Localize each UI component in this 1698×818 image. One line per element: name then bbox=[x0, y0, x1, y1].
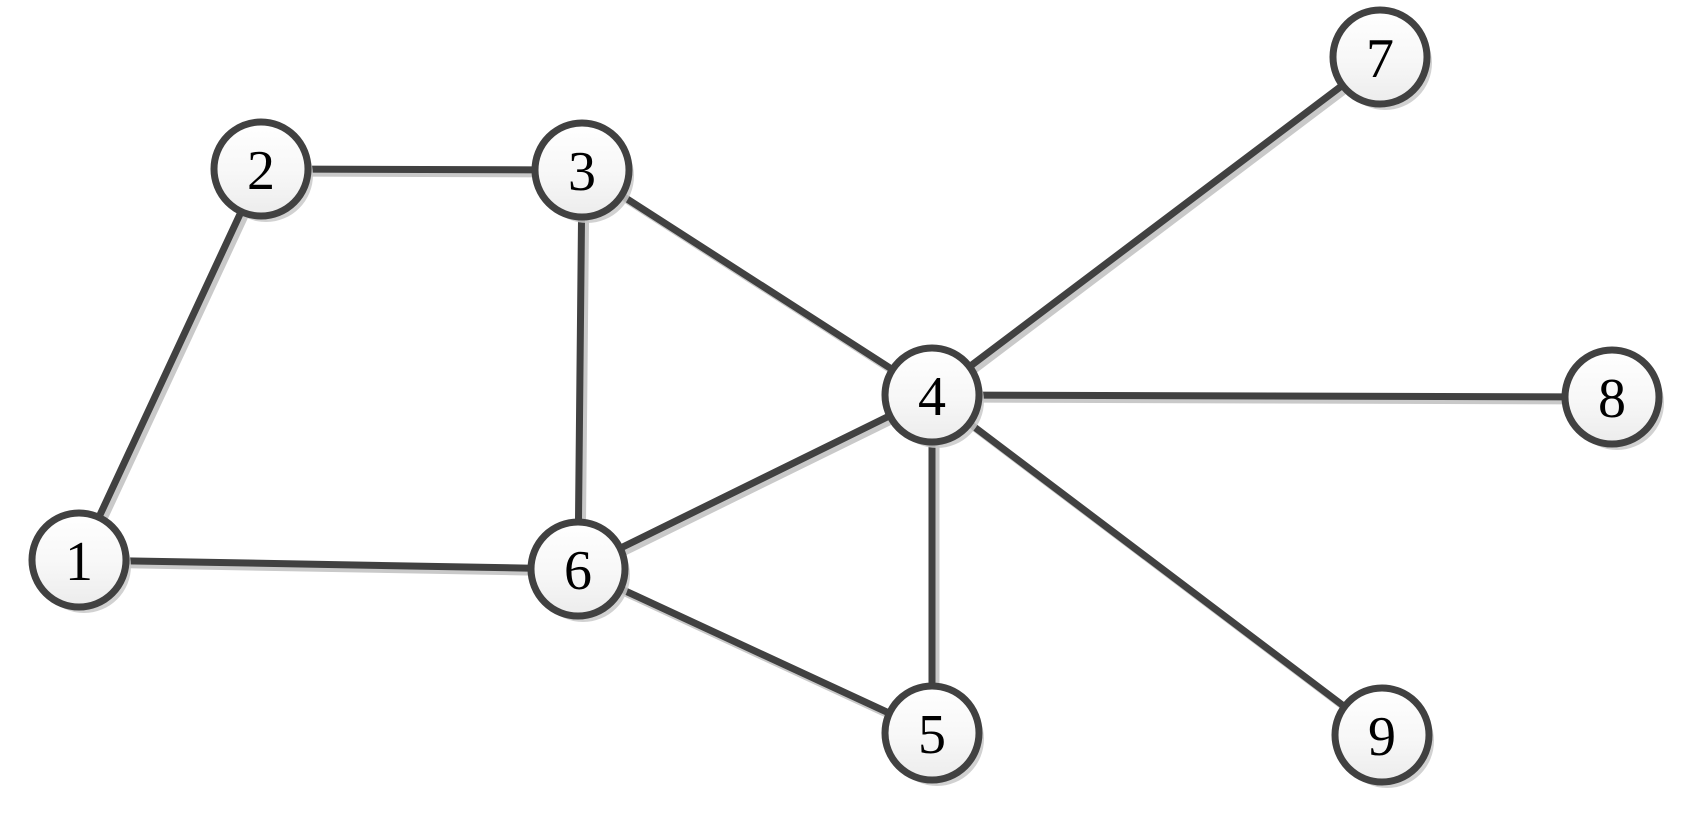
graph-edge-1-2[interactable] bbox=[94, 206, 246, 523]
graph-node-7[interactable]: 7 bbox=[1329, 6, 1432, 110]
graph-node-2[interactable]: 2 bbox=[210, 118, 313, 222]
graph-edge-4-8[interactable] bbox=[973, 391, 1571, 401]
graph-node-6[interactable]: 6 bbox=[527, 518, 630, 622]
edge-shadow bbox=[578, 215, 590, 532]
node-label-4: 4 bbox=[918, 366, 946, 428]
edge-shadow bbox=[98, 210, 250, 527]
node-circle-4[interactable] bbox=[881, 344, 983, 446]
graph-node-4[interactable]: 4 bbox=[881, 344, 984, 448]
node-circle-9[interactable] bbox=[1331, 684, 1433, 786]
graph-node-8[interactable]: 8 bbox=[1561, 346, 1664, 450]
node-label-5: 5 bbox=[918, 704, 946, 766]
node-label-3: 3 bbox=[568, 141, 596, 203]
graph-edge-4-6[interactable] bbox=[614, 411, 896, 553]
graph-node-1[interactable]: 1 bbox=[28, 509, 131, 613]
graph-edge-3-6[interactable] bbox=[574, 211, 586, 528]
node-circle-6[interactable] bbox=[527, 518, 629, 620]
node-label-6: 6 bbox=[564, 540, 592, 602]
graph-edge-3-4[interactable] bbox=[616, 190, 898, 375]
edge-layer bbox=[94, 80, 1571, 718]
node-circle-2[interactable] bbox=[210, 118, 312, 220]
graph-edge-4-7[interactable] bbox=[964, 80, 1348, 372]
graph-edge-2-3[interactable] bbox=[302, 165, 541, 174]
node-label-2: 2 bbox=[247, 140, 275, 202]
node-circle-5[interactable] bbox=[881, 682, 983, 784]
node-label-1: 1 bbox=[65, 531, 93, 593]
graph-node-5[interactable]: 5 bbox=[881, 682, 984, 786]
node-label-9: 9 bbox=[1368, 706, 1396, 768]
graph-edge-1-6[interactable] bbox=[120, 557, 537, 572]
node-circle-8[interactable] bbox=[1561, 346, 1663, 448]
edge-shadow-layer bbox=[98, 84, 1575, 722]
graph-edge-5-6[interactable] bbox=[615, 584, 895, 718]
graph-edge-4-9[interactable] bbox=[964, 418, 1350, 712]
node-circle-1[interactable] bbox=[28, 509, 130, 611]
edge-shadow bbox=[977, 395, 1575, 405]
node-label-7: 7 bbox=[1366, 28, 1394, 90]
edge-shadow bbox=[124, 561, 541, 576]
graph-node-3[interactable]: 3 bbox=[531, 119, 634, 223]
node-circle-7[interactable] bbox=[1329, 6, 1431, 108]
edge-shadow bbox=[968, 84, 1352, 376]
node-circle-3[interactable] bbox=[531, 119, 633, 221]
node-label-8: 8 bbox=[1598, 368, 1626, 430]
graph-node-9[interactable]: 9 bbox=[1331, 684, 1434, 788]
node-layer: 1 2 3 4 5 6 7 8 9 bbox=[28, 6, 1664, 788]
edge-shadow bbox=[306, 169, 545, 178]
edge-shadow bbox=[618, 415, 900, 557]
